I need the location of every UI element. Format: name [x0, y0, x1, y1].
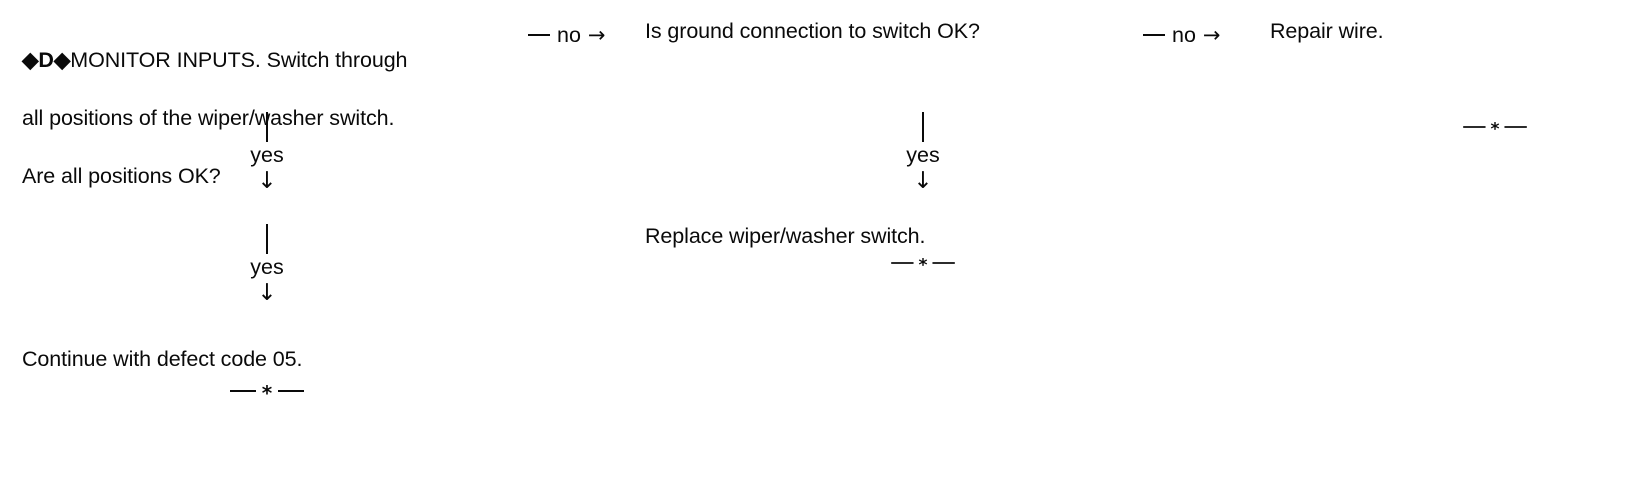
decision-ground-connection: Is ground connection to switch OK?	[645, 19, 980, 43]
arrow-down-icon-3: ↓	[913, 168, 933, 194]
end-marker-dash-right-icon	[932, 262, 956, 264]
connector-vertical-bar-3	[863, 112, 983, 142]
connector-label: no	[557, 23, 581, 47]
end-marker-dash-left-icon	[1462, 126, 1486, 128]
step-marker-d: ◆D◆	[22, 48, 71, 72]
end-marker-dash-left-icon	[890, 262, 914, 264]
outcome-continue-defect-code: Continue with defect code 05.	[22, 347, 303, 371]
connector-vertical-bar-2	[207, 224, 327, 254]
branch-label-yes-3: yes	[906, 143, 940, 167]
outcome-replace-switch: Replace wiper/washer switch.	[645, 224, 926, 248]
end-marker-star-icon: *	[918, 254, 928, 276]
end-marker-dash-right-icon	[278, 390, 305, 392]
arrow-right-icon: →	[1202, 23, 1221, 47]
decision-block-monitor-inputs: ◆D◆MONITOR INPUTS. Switch through all po…	[22, 17, 502, 191]
end-marker-dash-right-icon	[1504, 126, 1528, 128]
arrow-right-icon: →	[587, 23, 606, 47]
decision-block-line-2: all positions of the wiper/washer switch…	[22, 106, 395, 130]
branch-label-yes-1: yes	[250, 143, 284, 167]
end-marker-col3: *	[1443, 118, 1546, 140]
connector-no-step1-to-step2: no →	[528, 22, 606, 48]
chain-spacer	[207, 194, 327, 224]
decision-block-line-3: Are all positions OK?	[22, 164, 221, 188]
end-marker-star-icon: *	[261, 381, 273, 405]
connector-vertical-bar-1	[207, 112, 327, 142]
branch-chain-col1: yes ↓ yes ↓	[207, 112, 327, 306]
end-marker-star-icon: *	[1490, 118, 1500, 140]
branch-chain-col2: yes ↓	[863, 112, 983, 194]
end-marker-dash-left-icon	[229, 390, 256, 392]
connector-dash-icon	[1143, 34, 1165, 36]
connector-label: no	[1172, 23, 1196, 47]
end-marker-col1: *	[207, 381, 327, 405]
end-marker-col2: *	[871, 254, 974, 276]
decision-block-line-1: ◆D◆MONITOR INPUTS. Switch through	[22, 48, 408, 72]
arrow-down-icon-1: ↓	[257, 168, 277, 194]
branch-label-yes-2: yes	[250, 255, 284, 279]
action-repair-wire: Repair wire.	[1270, 19, 1384, 43]
connector-no-step2-to-step3: no →	[1143, 22, 1221, 48]
connector-dash-icon	[528, 34, 550, 36]
arrow-down-icon-2: ↓	[257, 280, 277, 306]
